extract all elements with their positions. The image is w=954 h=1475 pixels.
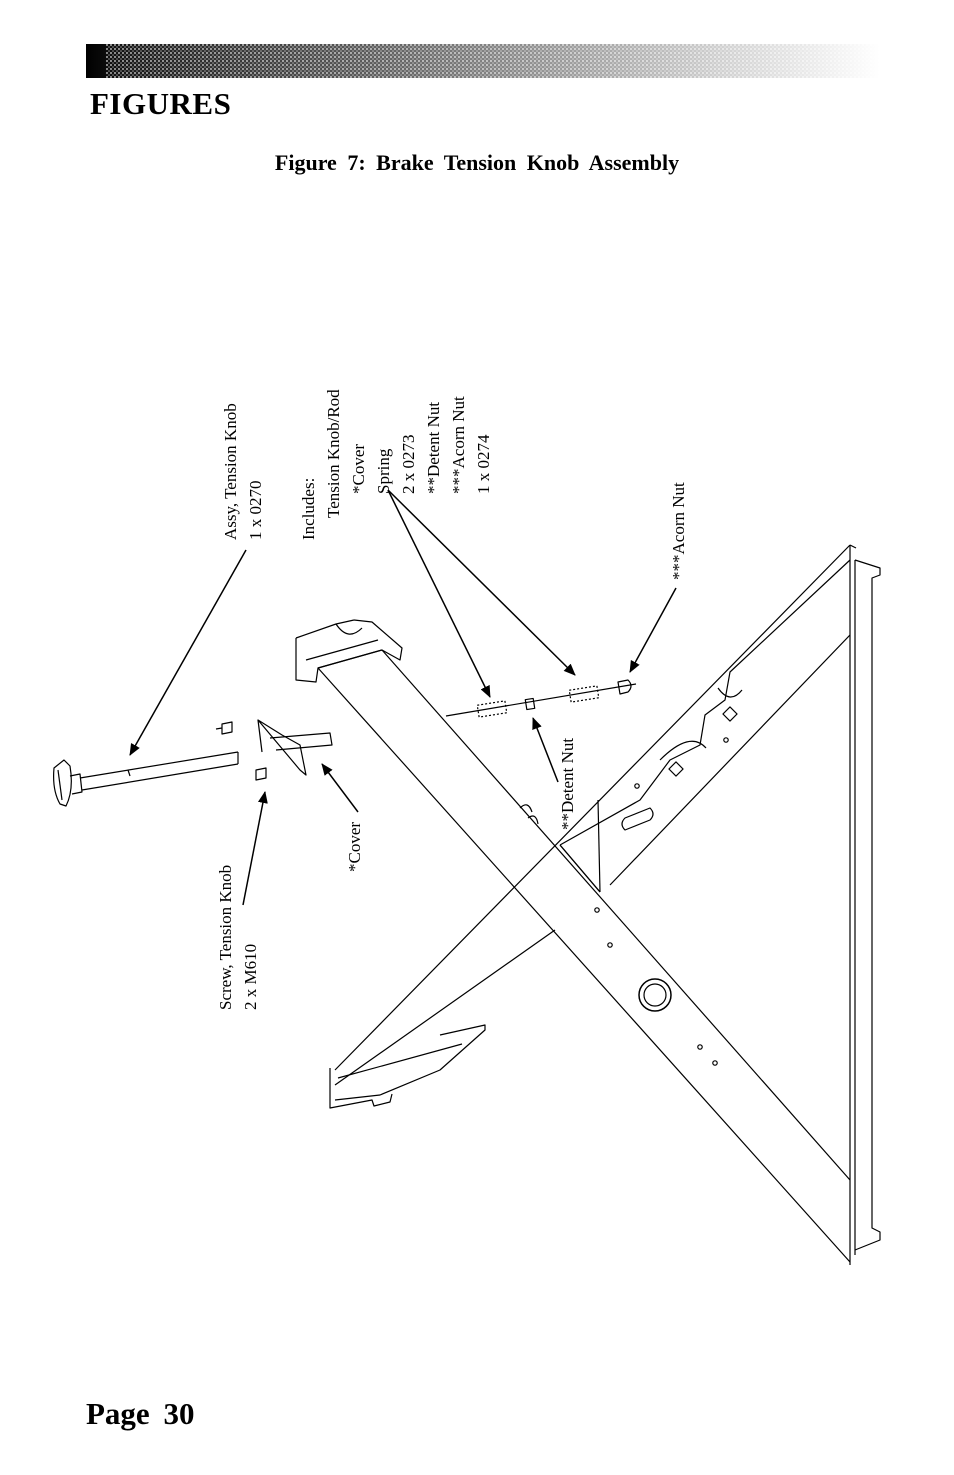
right-rail <box>849 544 881 1265</box>
assy-tension-knob-label: Assy, Tension Knob <box>221 403 240 540</box>
includes-item: ***Acorn Nut <box>449 396 468 494</box>
callout-cover: *Cover <box>342 822 367 872</box>
diagonal-tube <box>295 619 851 1263</box>
assy-tension-knob-qty: 1 x 0270 <box>246 480 265 541</box>
callout-detent-nut: **Detent Nut <box>555 738 580 830</box>
includes-heading: Includes: <box>299 477 318 540</box>
acorn-nut-label: ***Acorn Nut <box>669 482 688 580</box>
screw-tension-knob-qty: 2 x M610 <box>241 943 260 1010</box>
includes-item: **Detent Nut <box>424 401 443 494</box>
callout-assy-tension-knob: Assy, Tension Knob 1 x 0270 <box>218 403 268 540</box>
rod-spring-assembly <box>445 679 637 718</box>
includes-item: 2 x 0273 <box>399 434 418 495</box>
cover-bracket <box>257 719 333 776</box>
includes-item: Spring <box>374 448 393 494</box>
screw-tension-knob-label: Screw, Tension Knob <box>216 864 235 1010</box>
cover-label: *Cover <box>345 821 364 872</box>
callout-arrows <box>129 489 677 906</box>
figure-caption: Figure 7: Brake Tension Knob Assembly <box>274 150 680 175</box>
includes-item: *Cover <box>349 443 368 494</box>
tension-knob-rod <box>53 721 267 807</box>
callout-screw-tension-knob: Screw, Tension Knob 2 x M610 <box>213 865 263 1010</box>
section-title: FIGURES <box>90 86 232 121</box>
crossing-frame <box>329 544 851 1109</box>
page-number: Page 30 <box>86 1396 195 1431</box>
callout-acorn-nut: ***Acorn Nut <box>666 482 691 580</box>
detent-nut-label: **Detent Nut <box>558 737 577 830</box>
header-halftone-bar <box>86 44 880 78</box>
includes-item: Tension Knob/Rod <box>324 389 343 518</box>
callout-includes: Includes: Tension Knob/Rod *Cover Spring… <box>296 389 496 540</box>
includes-item: 1 x 0274 <box>474 434 493 495</box>
